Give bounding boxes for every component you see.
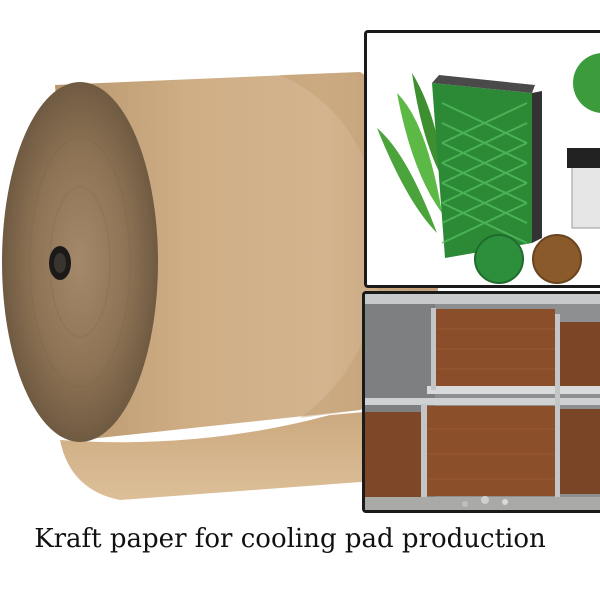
cooling-pad-products-image (367, 33, 600, 285)
green-cooling-pad (432, 75, 542, 258)
installed-cooling-pad-panel (362, 291, 600, 513)
leaf-icon (377, 128, 437, 233)
green-pad-sample (475, 235, 523, 283)
installed-cooling-pad-image (365, 294, 600, 510)
roll-body (55, 72, 440, 440)
cooling-pad-products-panel (364, 30, 600, 288)
image-caption: Kraft paper for cooling pad production (34, 524, 546, 554)
brown-pad-sample (533, 235, 581, 283)
roll-end-face (2, 82, 158, 442)
